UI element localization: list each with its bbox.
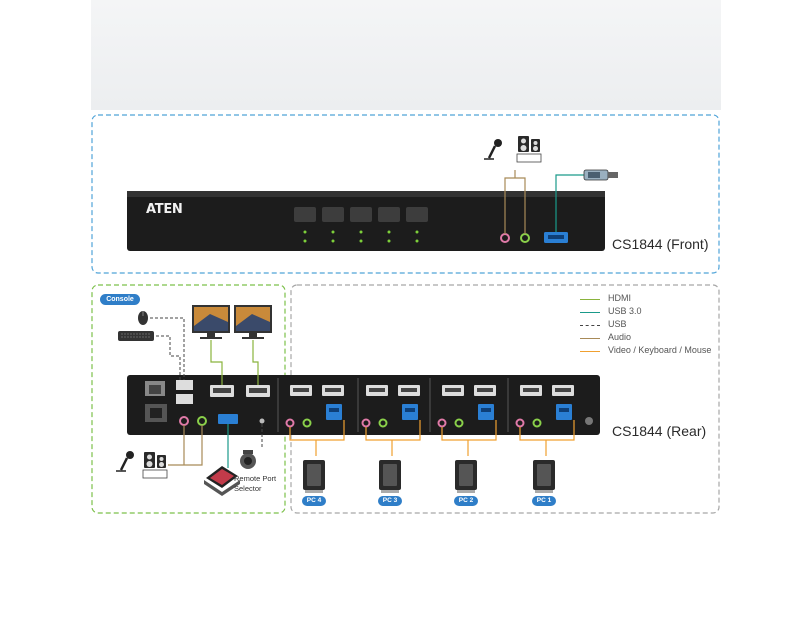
remote-port [259,418,265,424]
pc3-ports [361,385,420,428]
pc4-badge: PC 4 [302,496,326,506]
pc3-badge: PC 3 [378,496,402,506]
pc-region [290,284,720,514]
port-buttons [294,207,428,222]
console-badge: Console [100,294,140,305]
rear-speakers-icon [142,452,168,479]
pc-tower-icon-4 [303,460,325,493]
console-usb-port-1 [176,380,193,390]
monitor2-hdmi-line [252,340,259,385]
rear-microphone-icon [116,451,134,472]
pc-cable-lines [289,420,575,456]
pc4-ports [285,385,344,428]
pc1-badge: PC 1 [532,496,556,506]
laptop-icon [204,466,240,496]
microphone-icon [484,139,502,160]
legend-item-video-keyboard-mouse: Video / Keyboard / Mouse [580,345,720,358]
port-leds [303,230,419,243]
legend-item-usb3: USB 3.0 [580,306,720,319]
monitor-icon-2 [234,305,272,339]
background-panel [91,0,721,110]
pc2-badge: PC 2 [454,496,478,506]
mouse-icon [138,311,148,325]
keyboard-usb-line [156,335,181,380]
legend-item-hdmi: HDMI [580,293,720,306]
monitor-icon-1 [192,305,230,339]
pc-tower-icon-3 [379,460,401,493]
console-usb-port-2 [176,394,193,404]
legend-item-audio: Audio [580,332,720,345]
rear-device [127,375,600,435]
monitor1-hdmi-line [210,340,223,385]
front-usb3-line [555,174,584,232]
front-audio-lines [504,170,526,234]
pc-tower-icon-1 [533,460,555,493]
front-model-label: CS1844 (Front) [612,236,709,252]
rear-model-label: CS1844 (Rear) [612,423,707,439]
legend-item-usb: USB [580,319,720,332]
mouse-usb-line [150,317,185,380]
usb-flash-drive-icon [583,169,618,181]
pc2-ports [437,385,496,428]
keyboard-icon [118,331,154,341]
rear-console-audio-line [168,425,203,466]
remote-port-selector-icon [240,450,256,469]
front-panel-region [91,114,720,274]
remote-port-selector-label: Remote Port Selector [234,474,277,493]
pc1-ports [515,385,574,428]
console-usb3-port [218,414,238,424]
pc-tower-icon-2 [455,460,477,493]
front-device [127,191,605,251]
aten-logo: ATEN [146,202,183,217]
speakers-icon [516,136,542,163]
ground-screw [585,417,593,425]
